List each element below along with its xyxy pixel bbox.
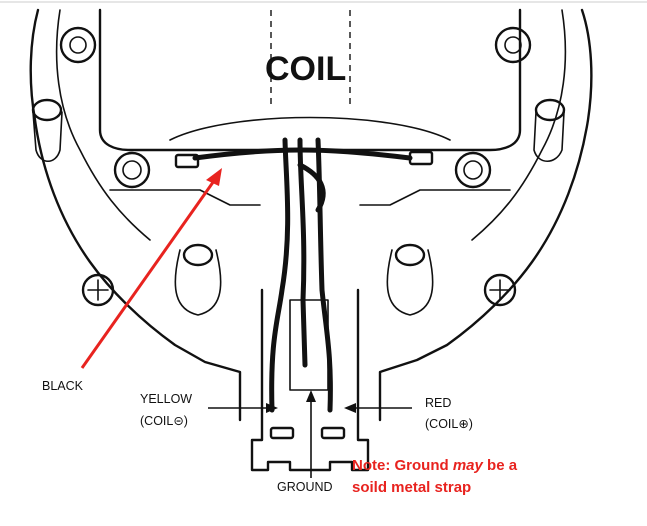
- ground-note-emphasis: may: [453, 457, 484, 474]
- upper-right-boss: [494, 26, 532, 64]
- wire-harness: [192, 137, 413, 413]
- ground-note-prefix: Note: Ground: [352, 457, 453, 474]
- tower-lower-left: [174, 243, 222, 316]
- label-red: RED: [425, 396, 451, 410]
- red-arrow: [344, 403, 412, 413]
- label-ground: GROUND: [277, 480, 333, 494]
- black-wire-arrow: [80, 168, 222, 369]
- cap-inner-outline: [55, 9, 567, 241]
- cap-housing-outline: [29, 8, 593, 422]
- terminal-left: [269, 426, 295, 440]
- cross-screw-right: [483, 273, 517, 307]
- ground-note-line2: soild metal strap: [352, 479, 471, 496]
- mounting-screw-right: [454, 151, 492, 189]
- connector-housing: [250, 288, 370, 472]
- yellow-arrow: [208, 403, 278, 413]
- wire-end-right: [408, 150, 434, 166]
- coil-base-ledge: [109, 189, 511, 206]
- upper-left-boss: [59, 26, 97, 64]
- cross-screw-left: [81, 273, 115, 307]
- ground-arrow: [306, 390, 316, 478]
- tower-upper-left: [31, 98, 63, 163]
- ground-note-line1: Note: Ground may be a: [352, 457, 518, 474]
- label-yellow-coil-negative: (COIL⊝): [140, 414, 188, 428]
- label-black: BLACK: [42, 379, 84, 393]
- diagram-title: COIL: [265, 50, 346, 88]
- terminal-right: [320, 426, 346, 440]
- label-yellow: YELLOW: [140, 392, 192, 406]
- wire-end-left: [174, 153, 200, 169]
- tower-upper-right: [533, 98, 566, 163]
- mounting-screw-left: [113, 151, 151, 189]
- tower-lower-right: [386, 243, 434, 316]
- ground-note-suffix: be a: [483, 457, 518, 474]
- label-red-coil-positive: (COIL⊕): [425, 417, 473, 431]
- coil-top-dome: [169, 116, 451, 141]
